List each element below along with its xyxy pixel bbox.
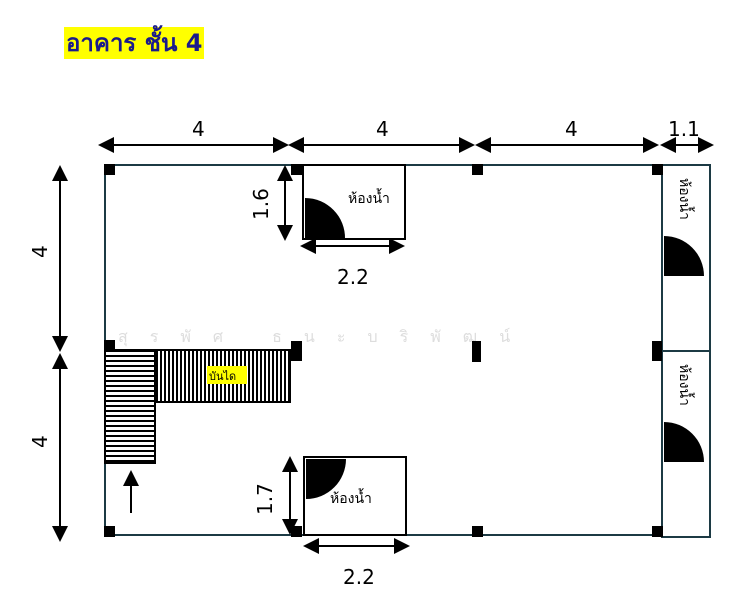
dimension-lines: [52, 137, 714, 554]
door-icon: [664, 236, 704, 276]
dim-left-2: 4: [28, 435, 52, 448]
door-icon: [664, 422, 704, 462]
stairs-flight-1: [104, 349, 156, 464]
door-icon: [306, 459, 346, 499]
door-icon: [305, 198, 346, 239]
bathroom-top-label: ห้องน้ำ: [348, 188, 390, 207]
side-bathroom-label: ห้องน้ำ: [676, 364, 695, 406]
dim-bath-bottom-h: 1.7: [253, 483, 277, 515]
stairs-label-bg: [207, 366, 247, 384]
dim-top-4: 1.1: [668, 117, 700, 141]
dim-bath-bottom-w: 2.2: [343, 565, 375, 589]
stairs-label: บันได: [209, 370, 236, 383]
dim-top-1: 4: [192, 117, 205, 141]
bathroom-bottom-label: ห้องน้ำ: [330, 488, 372, 507]
watermark: สุรพัศ ธนะบริพัฒน์: [118, 327, 532, 347]
side-bathroom-2: [661, 350, 711, 538]
side-bathroom-label: ห้องน้ำ: [676, 178, 695, 220]
dim-bath-top-h: 1.6: [249, 188, 273, 220]
dim-bath-top-w: 2.2: [337, 265, 369, 289]
page-title: อาคาร ชั้น 4: [64, 27, 205, 59]
dim-top-2: 4: [376, 117, 389, 141]
dim-left-1: 4: [28, 245, 52, 258]
dim-top-3: 4: [565, 117, 578, 141]
